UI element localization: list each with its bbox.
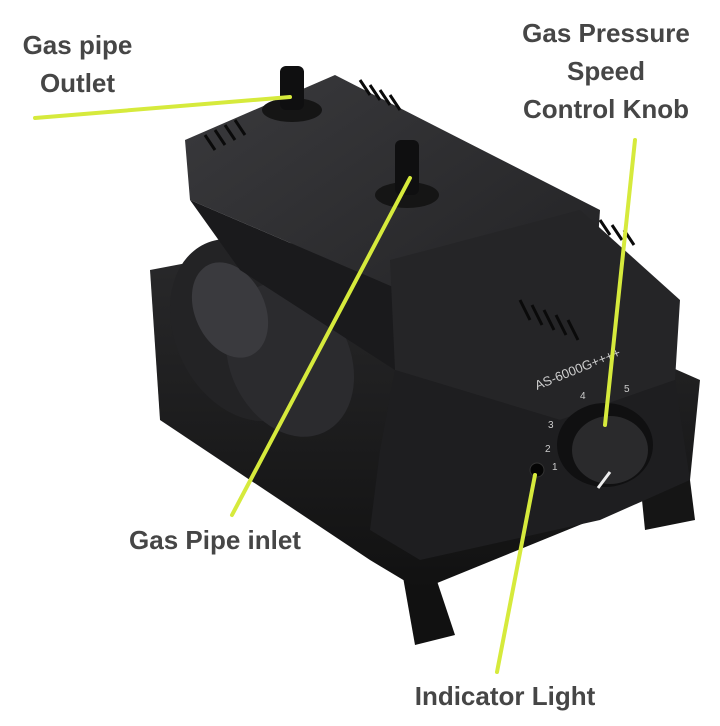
- indicator-leader-line: [495, 473, 537, 674]
- indicator-light: [529, 462, 545, 478]
- label-gas-pipe-outlet: Gas pipe Outlet: [10, 26, 145, 102]
- label-line: Control Knob: [522, 94, 690, 124]
- vents: [203, 79, 636, 341]
- label-line: Outlet: [39, 68, 116, 98]
- label-line: Speed: [566, 56, 646, 86]
- label-gas-pressure-knob: Gas Pressure Speed Control Knob: [500, 14, 712, 128]
- dial-number: 1: [552, 462, 558, 473]
- speed-control-knob[interactable]: [557, 403, 653, 489]
- label-indicator-light: Indicator Light: [414, 681, 596, 711]
- inlet-leader-line: [230, 176, 412, 517]
- outlet-nozzle: [280, 66, 304, 110]
- dial-number: 4: [580, 391, 586, 402]
- label-line: Gas pipe: [22, 30, 133, 60]
- dial-number: 3: [548, 420, 554, 431]
- control-box: [390, 210, 680, 420]
- inlet-nozzle: [395, 140, 419, 195]
- housing-side: [190, 200, 400, 370]
- label-line: Gas Pressure: [522, 18, 690, 48]
- knob-leader-line: [603, 138, 637, 427]
- outlet-leader-line: [33, 95, 292, 120]
- dial-number: 5: [624, 384, 630, 395]
- label-gas-pipe-inlet: Gas Pipe inlet: [129, 525, 301, 555]
- dial-number: 2: [545, 444, 551, 455]
- pump-head: [191, 262, 269, 358]
